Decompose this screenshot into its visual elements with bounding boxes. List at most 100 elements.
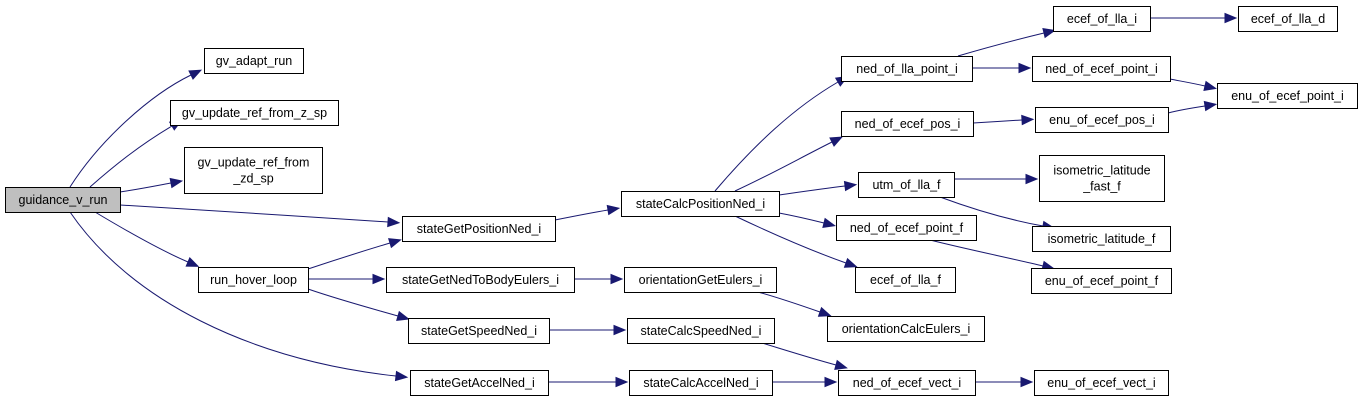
- node-gv-update-ref-from-z-sp[interactable]: gv_update_ref_from_z_sp: [170, 100, 339, 126]
- node-label: _fast_f: [1082, 180, 1121, 194]
- node-ned-of-ecef-point-f[interactable]: ned_of_ecef_point_f: [836, 215, 977, 241]
- node-enu-of-ecef-pos-i[interactable]: enu_of_ecef_pos_i: [1035, 107, 1169, 133]
- edge-ned-of-ecef-point-i-to-enu-of-ecef-point-i: [1169, 78, 1206, 87]
- node-label: ned_of_lla_point_i: [856, 62, 957, 76]
- node-box: [627, 318, 775, 344]
- node-orientation-get-eulers-i[interactable]: orientationGetEulers_i: [624, 267, 777, 293]
- node-orientation-calc-eulers-i[interactable]: orientationCalcEulers_i: [827, 316, 985, 342]
- node-box: [1032, 56, 1171, 82]
- edge-utm-of-lla-f-to-isometric-latitude-f: [939, 196, 1044, 227]
- edge-state-calc-position-ned-i-to-utm-of-lla-f: [778, 185, 846, 196]
- node-label: ecef_of_lla_f: [870, 273, 941, 287]
- arrowhead-ecef-of-lla-i-to-ecef-of-lla-d: [1224, 12, 1238, 24]
- node-label: ned_of_ecef_point_f: [850, 221, 964, 235]
- node-isometric-latitude-f[interactable]: isometric_latitude_f: [1032, 226, 1171, 252]
- node-label: stateGetPositionNed_i: [417, 222, 541, 236]
- node-box: [838, 370, 976, 396]
- edge-run-hover-loop-to-state-get-speed-ned-i: [307, 288, 399, 317]
- arrowhead-state-get-position-ned-i-to-state-calc-position-ned-i: [606, 204, 621, 216]
- node-box: [841, 111, 974, 137]
- arrowhead-run-hover-loop-to-state-get-position-ned-i: [388, 238, 402, 249]
- node-enu-of-ecef-vect-i[interactable]: enu_of_ecef_vect_i: [1034, 370, 1169, 396]
- arrowhead-run-hover-loop-to-state-get-speed-ned-i: [396, 310, 410, 321]
- node-box: [1032, 226, 1171, 252]
- node-state-get-speed-ned-i[interactable]: stateGetSpeedNed_i: [408, 318, 550, 344]
- node-ecef-of-lla-i[interactable]: ecef_of_lla_i: [1053, 6, 1151, 32]
- node-guidance-v-run[interactable]: guidance_v_run: [5, 187, 121, 213]
- node-box: [1034, 370, 1169, 396]
- arrowhead-state-calc-position-ned-i-to-ned-of-ecef-point-f: [822, 217, 836, 228]
- node-box: [836, 215, 977, 241]
- edge-state-get-position-ned-i-to-state-calc-position-ned-i: [554, 209, 609, 221]
- node-ned-of-lla-point-i[interactable]: ned_of_lla_point_i: [841, 56, 973, 82]
- arrowhead-ned-of-ecef-vect-i-to-enu-of-ecef-vect-i: [1020, 376, 1034, 388]
- node-gv-adapt-run[interactable]: gv_adapt_run: [204, 48, 304, 74]
- node-label: ned_of_ecef_vect_i: [853, 376, 961, 390]
- node-label: ned_of_ecef_point_i: [1045, 62, 1158, 76]
- node-label: stateGetSpeedNed_i: [421, 324, 537, 338]
- arrowhead-orientation-get-eulers-i-to-orientation-calc-eulers-i: [817, 306, 832, 317]
- edge-ned-of-ecef-pos-i-to-enu-of-ecef-pos-i: [972, 119, 1023, 124]
- node-label: gv_update_ref_from_z_sp: [182, 106, 327, 120]
- node-label: gv_adapt_run: [216, 54, 293, 68]
- arrowhead-state-calc-position-ned-i-to-ecef-of-lla-f: [843, 257, 858, 268]
- node-label: orientationCalcEulers_i: [842, 322, 971, 336]
- node-box: [827, 316, 985, 342]
- node-label: orientationGetEulers_i: [639, 273, 763, 287]
- node-label: enu_of_ecef_vect_i: [1047, 376, 1155, 390]
- node-label: isometric_latitude_f: [1048, 232, 1156, 246]
- node-state-get-ned-to-body-eulers-i[interactable]: stateGetNedToBodyEulers_i: [386, 267, 575, 293]
- node-label: guidance_v_run: [19, 193, 108, 207]
- node-label: ned_of_ecef_pos_i: [855, 117, 961, 131]
- node-label: ecef_of_lla_i: [1067, 12, 1137, 26]
- node-state-get-accel-ned-i[interactable]: stateGetAccelNed_i: [410, 370, 549, 396]
- node-ecef-of-lla-f[interactable]: ecef_of_lla_f: [855, 267, 956, 293]
- node-run-hover-loop[interactable]: run_hover_loop: [198, 267, 309, 293]
- edge-guidance-v-run-to-gv-adapt-run: [69, 74, 192, 188]
- node-label: run_hover_loop: [210, 273, 297, 287]
- node-ned-of-ecef-point-i[interactable]: ned_of_ecef_point_i: [1032, 56, 1171, 82]
- arrowhead-state-calc-position-ned-i-to-ned-of-ecef-pos-i: [829, 136, 844, 147]
- node-state-calc-accel-ned-i[interactable]: stateCalcAccelNed_i: [629, 370, 773, 396]
- edge-ned-of-ecef-point-f-to-enu-of-ecef-point-f: [929, 239, 1044, 267]
- node-isometric-latitude-fast-f[interactable]: isometric_latitude_fast_f: [1039, 155, 1165, 202]
- node-box: [855, 267, 956, 293]
- edge-guidance-v-run-to-run-hover-loop: [94, 211, 189, 263]
- arrowhead-enu-of-ecef-pos-i-to-enu-of-ecef-point-i: [1203, 100, 1218, 112]
- node-box: [198, 267, 309, 293]
- arrowhead-state-calc-accel-ned-i-to-ned-of-ecef-vect-i: [824, 376, 838, 388]
- node-label: ecef_of_lla_d: [1251, 12, 1325, 26]
- edge-guidance-v-run-to-gv-update-ref-from-z-sp: [89, 125, 173, 188]
- node-ned-of-ecef-vect-i[interactable]: ned_of_ecef_vect_i: [838, 370, 976, 396]
- node-state-calc-position-ned-i[interactable]: stateCalcPositionNed_i: [621, 191, 780, 217]
- arrowhead-utm-of-lla-f-to-isometric-latitude-fast-f: [1025, 173, 1039, 185]
- node-state-get-position-ned-i[interactable]: stateGetPositionNed_i: [402, 216, 556, 242]
- node-box: [1217, 83, 1358, 109]
- node-enu-of-ecef-point-i[interactable]: enu_of_ecef_point_i: [1217, 83, 1358, 109]
- node-ned-of-ecef-pos-i[interactable]: ned_of_ecef_pos_i: [841, 111, 974, 137]
- node-utm-of-lla-f[interactable]: utm_of_lla_f: [858, 172, 955, 198]
- node-ecef-of-lla-d[interactable]: ecef_of_lla_d: [1238, 6, 1338, 32]
- edge-ned-of-lla-point-i-to-ecef-of-lla-i: [957, 32, 1045, 57]
- edge-guidance-v-run-to-gv-update-ref-from-zd-sp: [119, 182, 172, 193]
- node-label: stateCalcSpeedNed_i: [641, 324, 762, 338]
- arrowhead-state-get-speed-ned-i-to-state-calc-speed-ned-i: [613, 324, 627, 336]
- node-label: enu_of_ecef_pos_i: [1049, 113, 1155, 127]
- node-box: [402, 216, 556, 242]
- edge-enu-of-ecef-pos-i-to-enu-of-ecef-point-i: [1167, 105, 1206, 114]
- arrowhead-ned-of-ecef-pos-i-to-enu-of-ecef-pos-i: [1021, 114, 1035, 126]
- node-enu-of-ecef-point-f[interactable]: enu_of_ecef_point_f: [1031, 268, 1172, 294]
- node-label: gv_update_ref_from: [198, 156, 310, 170]
- node-box: [1053, 6, 1151, 32]
- edge-guidance-v-run-to-state-get-position-ned-i: [119, 204, 389, 223]
- node-label: enu_of_ecef_point_f: [1045, 274, 1159, 288]
- node-label: utm_of_lla_f: [872, 178, 941, 192]
- edge-state-calc-position-ned-i-to-ned-of-ecef-pos-i: [734, 141, 833, 192]
- arrowhead-ned-of-ecef-point-i-to-enu-of-ecef-point-i: [1203, 80, 1218, 91]
- node-gv-update-ref-from-zd-sp[interactable]: gv_update_ref_from_zd_sp: [184, 147, 323, 194]
- arrowhead-state-calc-speed-ned-i-to-ned-of-ecef-vect-i: [834, 359, 848, 370]
- nodes-layer: guidance_v_run gv_adapt_run gv_update_ref_…: [5, 6, 1358, 396]
- node-state-calc-speed-ned-i[interactable]: stateCalcSpeedNed_i: [627, 318, 775, 344]
- arrowhead-ned-of-lla-point-i-to-ecef-of-lla-i: [1042, 28, 1056, 39]
- node-label: enu_of_ecef_point_i: [1231, 89, 1344, 103]
